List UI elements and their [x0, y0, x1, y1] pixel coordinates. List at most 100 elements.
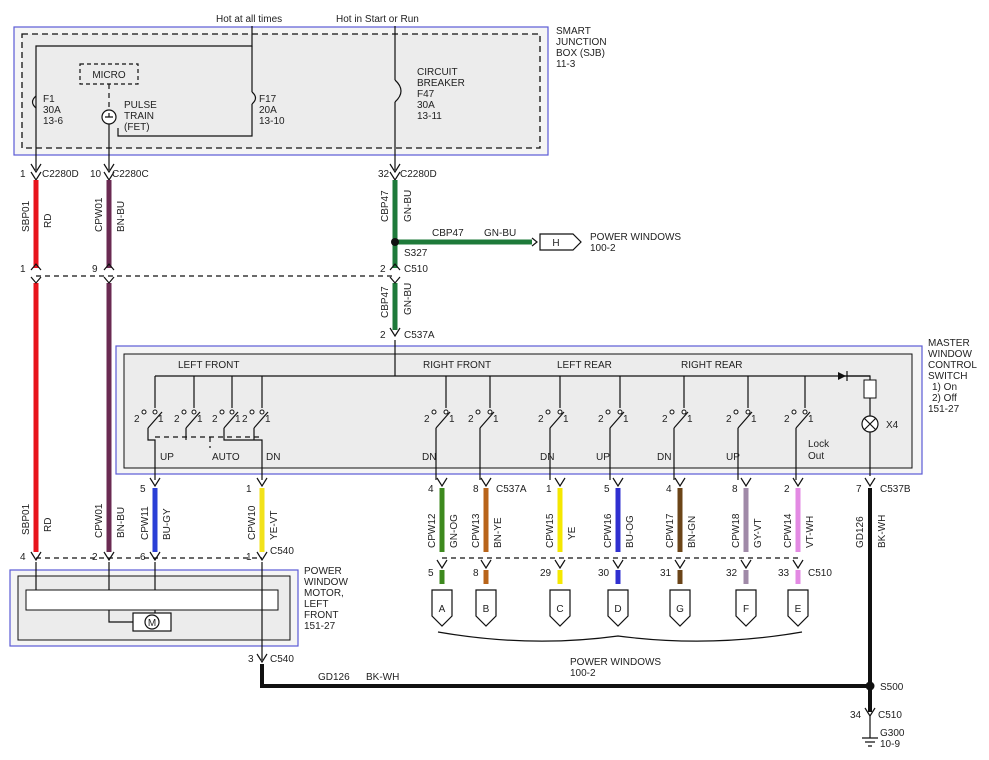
c2280c: C2280C: [112, 169, 149, 180]
output-h-flag: [539, 233, 582, 251]
svg-text:SBP01: SBP01: [21, 503, 32, 535]
label-bn-bu-upper: BN-BU: [116, 201, 127, 232]
lf-switch-wiring: [147, 428, 263, 480]
lr-up-label: UP: [596, 452, 610, 463]
bk-wh-label: BK-WH: [366, 672, 399, 683]
pin-p1b: 1: [546, 484, 552, 495]
svg-text:1: 1: [265, 414, 271, 425]
wire-gd126-horizontal: [260, 664, 870, 688]
svg-text:YE-VT: YE-VT: [269, 511, 280, 540]
label-gn-bu-lower: GN-BU: [403, 283, 414, 315]
c540-bottom-symbol: [256, 653, 268, 664]
c537a-top-symbol: [389, 327, 401, 338]
f1-label-1: F1: [43, 94, 55, 105]
svg-text:GY-VT: GY-VT: [753, 518, 764, 548]
lf-auto-label: AUTO: [212, 452, 240, 463]
switch-bus-drops: [154, 376, 806, 408]
c510-pin-32: 32: [726, 568, 738, 579]
output-d: D: [614, 604, 621, 615]
c510-pin-c: 2: [380, 264, 386, 275]
c2280d-left-pin: 1: [20, 169, 26, 180]
pin-p5b: 5: [604, 484, 610, 495]
left-rear-label: LEFT REAR: [557, 360, 612, 371]
svg-text:GN-OG: GN-OG: [449, 514, 460, 548]
c537a-bottom: C537A: [496, 484, 527, 495]
motor-title-2: WINDOW: [304, 577, 348, 588]
label-cbp47-lower: CBP47: [380, 286, 391, 318]
c510-pin-8: 8: [473, 568, 479, 579]
f1-fuse-symbol: [31, 95, 37, 109]
output-h-arrow: [531, 237, 538, 247]
rr-dn-label: DN: [657, 452, 671, 463]
ms-title-7: 151-27: [928, 404, 960, 415]
motor-pin-b: 2: [92, 552, 98, 563]
pin-p5: 5: [140, 484, 146, 495]
right-rear-label: RIGHT REAR: [681, 360, 743, 371]
f17-label-3: 13-10: [259, 116, 285, 127]
connector-c510-upper: [30, 263, 401, 284]
svg-text:1: 1: [687, 414, 693, 425]
lock-out-label-1: Lock: [808, 439, 830, 450]
svg-text:2: 2: [726, 414, 732, 425]
svg-text:CPW01: CPW01: [94, 503, 105, 538]
motor-pin-a: 4: [20, 552, 26, 563]
connector-c2280: [30, 163, 401, 182]
c510-pin-29: 29: [540, 568, 552, 579]
ground-symbol: [862, 716, 878, 747]
svg-text:2: 2: [784, 414, 790, 425]
svg-text:2: 2: [242, 414, 248, 425]
c510-pin-5: 5: [428, 568, 434, 579]
label-cpw01-upper: CPW01: [94, 197, 105, 232]
resistor-symbol: [863, 379, 877, 399]
s327-label: S327: [404, 248, 428, 259]
svg-text:CPW17: CPW17: [665, 513, 676, 548]
svg-text:CPW16: CPW16: [603, 513, 614, 548]
svg-text:BK-WH: BK-WH: [877, 515, 888, 548]
ms-title-1: MASTER: [928, 338, 970, 349]
power-windows-brace: [437, 631, 803, 642]
c540-top: C540: [270, 546, 294, 557]
c2280d-left: C2280D: [42, 169, 79, 180]
right-front-label: RIGHT FRONT: [423, 360, 491, 371]
svg-text:BN-GN: BN-GN: [687, 516, 698, 548]
output-h-label: H: [552, 238, 559, 249]
label-rd-upper: RD: [43, 214, 54, 228]
c510-pin-31: 31: [660, 568, 672, 579]
c2280d-right-pin: 32: [378, 169, 390, 180]
g300-label: G300: [880, 728, 905, 739]
hot-all-times-label: Hot at all times: [216, 14, 282, 25]
motor-title-4: LEFT: [304, 599, 328, 610]
cb-label-3: F47: [417, 89, 435, 100]
sjb-title-4: 11-3: [556, 59, 576, 70]
rf-dn-label: DN: [422, 452, 436, 463]
cb-label-4: 30A: [417, 100, 435, 111]
ms-title-6: 2) Off: [932, 393, 957, 404]
f17-label-2: 20A: [259, 105, 277, 116]
c510-pin-a: 1: [20, 264, 26, 275]
pw-ref-title: POWER WINDOWS: [590, 232, 681, 243]
ms-title-5: 1) On: [932, 382, 957, 393]
lower-wire-labels: SBP01 RD CPW01 BN-BU CPW11 BU-GY CPW10 Y…: [21, 503, 888, 548]
sjb-title-2: JUNCTION: [556, 37, 607, 48]
c510-pin-30: 30: [598, 568, 610, 579]
svg-text:VT-WH: VT-WH: [805, 516, 816, 548]
svg-text:CPW13: CPW13: [471, 513, 482, 548]
c510-label: C510: [404, 264, 428, 275]
c537a-top-pin: 2: [380, 330, 386, 341]
svg-text:2: 2: [538, 414, 544, 425]
svg-text:BU-GY: BU-GY: [162, 508, 173, 540]
ms-title-2: WINDOW: [928, 349, 972, 360]
svg-text:2: 2: [212, 414, 218, 425]
switch-contact-dots: [141, 409, 808, 415]
output-a: A: [439, 604, 446, 615]
label-cbp47-upper: CBP47: [380, 190, 391, 222]
c510-bottom: C510: [878, 710, 902, 721]
pin-p8b: 8: [732, 484, 738, 495]
c540-bottom: C540: [270, 654, 294, 665]
switch-contacts: [147, 411, 811, 429]
pulse-label-2: TRAIN: [124, 111, 154, 122]
svg-text:1: 1: [493, 414, 499, 425]
svg-text:CPW10: CPW10: [247, 505, 258, 540]
ms-title-4: SWITCH: [928, 371, 967, 382]
svg-text:1: 1: [158, 414, 164, 425]
